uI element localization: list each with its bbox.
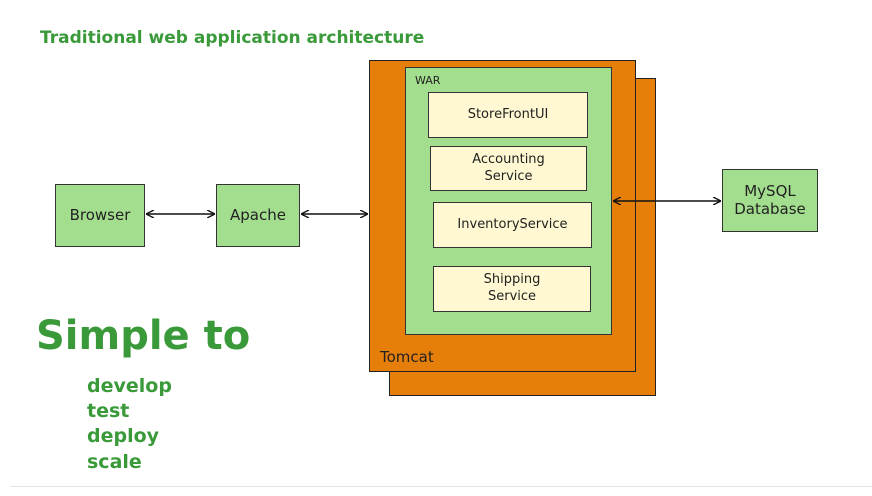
bullet-deploy: deploy (87, 425, 160, 447)
simple-to-heading: Simple to (36, 313, 251, 359)
bullet-develop: develop (87, 375, 172, 397)
mysql-node: MySQL Database (722, 169, 818, 232)
browser-node: Browser (55, 184, 145, 247)
diagram-title: Traditional web application architecture (40, 28, 425, 48)
service-shipping: Shipping Service (433, 266, 591, 312)
war-label: WAR (415, 74, 441, 87)
apache-node: Apache (216, 184, 300, 247)
bullet-test: test (87, 400, 130, 422)
service-inventory: InventoryService (433, 202, 592, 248)
service-storefrontui: StoreFrontUI (428, 92, 588, 138)
service-accounting: Accounting Service (430, 146, 587, 191)
bottom-divider (10, 486, 872, 487)
tomcat-label: Tomcat (380, 348, 434, 366)
bullet-scale: scale (87, 451, 142, 473)
